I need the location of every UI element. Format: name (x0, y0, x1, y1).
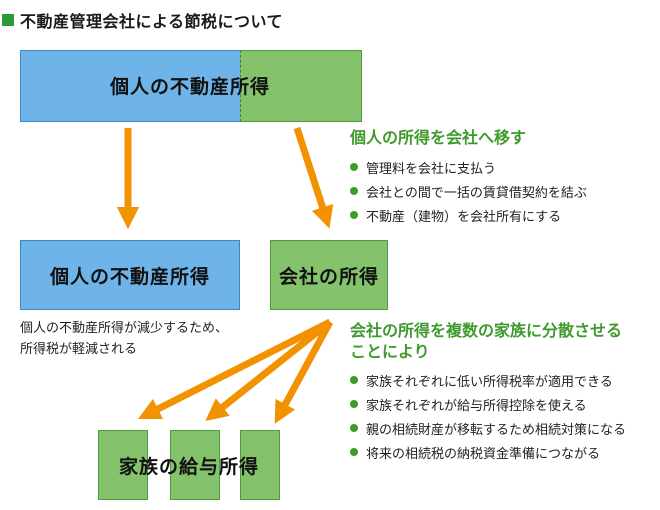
individual-income-box: 個人の不動産所得 (20, 240, 240, 310)
list-item-text: 家族それぞれに低い所得税率が適用できる (366, 374, 613, 390)
top-bar-label: 個人の不動産所得 (109, 75, 270, 98)
bullet-dot-icon (350, 448, 358, 456)
section-distribute-heading-line-2: ことにより (350, 342, 430, 361)
top-bar-individual-part (20, 50, 242, 122)
list-item: 親の相続財産が移転するため相続対策になる (350, 416, 626, 440)
list-item-text: 不動産（建物）を会社所有にする (366, 209, 562, 225)
bullet-dot-icon (350, 163, 358, 171)
bullet-dot-icon (350, 400, 358, 408)
tax-reduction-note: 個人の不動産所得が減少するため、 所得税が軽減される (20, 318, 228, 360)
bullet-dot-icon (350, 376, 358, 384)
arrow-to-family-2 (205, 319, 333, 421)
list-item: 将来の相続税の納税資金準備につながる (350, 440, 626, 464)
bullet-dot-icon (350, 424, 358, 432)
bullet-dot-icon (350, 211, 358, 219)
company-income-label: 会社の所得 (278, 265, 379, 288)
section-transfer-heading: 個人の所得を会社へ移す (350, 128, 527, 147)
title-marker (2, 14, 14, 26)
section-distribute-heading-line-1: 会社の所得を複数の家族に分散させる (350, 321, 623, 340)
page-title: 不動産管理会社による節税について (2, 8, 283, 32)
section-transfer: 個人の所得を会社へ移す 管理料を会社に支払う 会社との間で一括の賃貸借契約を結ぶ… (350, 127, 587, 227)
list-item: 家族それぞれが給与所得控除を使える (350, 392, 626, 416)
arrow-to-family-3 (274, 320, 334, 424)
list-item: 不動産（建物）を会社所有にする (350, 203, 587, 227)
section-distribute: 会社の所得を複数の家族に分散させる ことにより 家族それぞれに低い所得税率が適用… (350, 320, 626, 464)
top-bar-company-part (240, 50, 362, 122)
list-item-text: 家族それぞれが給与所得控除を使える (366, 398, 587, 414)
arrow-to-company (293, 126, 334, 229)
individual-income-label: 個人の不動産所得 (49, 265, 210, 288)
family-box-2 (170, 430, 220, 500)
family-income-label: 家族の給与所得 (118, 455, 259, 478)
note-line-2: 所得税が軽減される (20, 342, 138, 357)
family-income-label-wrap: 家族の給与所得 (98, 430, 280, 500)
title-text: 不動産管理会社による節税について (20, 12, 284, 31)
list-item: 管理料を会社に支払う (350, 155, 587, 179)
list-item: 家族それぞれに低い所得税率が適用できる (350, 368, 626, 392)
note-line-1: 個人の不動産所得が減少するため、 (20, 321, 229, 336)
list-item: 会社との間で一括の賃貸借契約を結ぶ (350, 179, 587, 203)
list-item-text: 将来の相続税の納税資金準備につながる (366, 446, 601, 462)
family-box-1 (98, 430, 148, 500)
bullet-dot-icon (350, 187, 358, 195)
top-income-bar: 個人の不動産所得 (20, 50, 362, 122)
family-box-3 (240, 430, 280, 500)
list-item-text: 会社との間で一括の賃貸借契約を結ぶ (366, 185, 587, 201)
company-income-box: 会社の所得 (270, 240, 388, 310)
list-item-text: 管理料を会社に支払う (366, 161, 497, 177)
arrow-to-family-1 (138, 318, 332, 420)
list-item-text: 親の相続財産が移転するため相続対策になる (366, 422, 627, 438)
